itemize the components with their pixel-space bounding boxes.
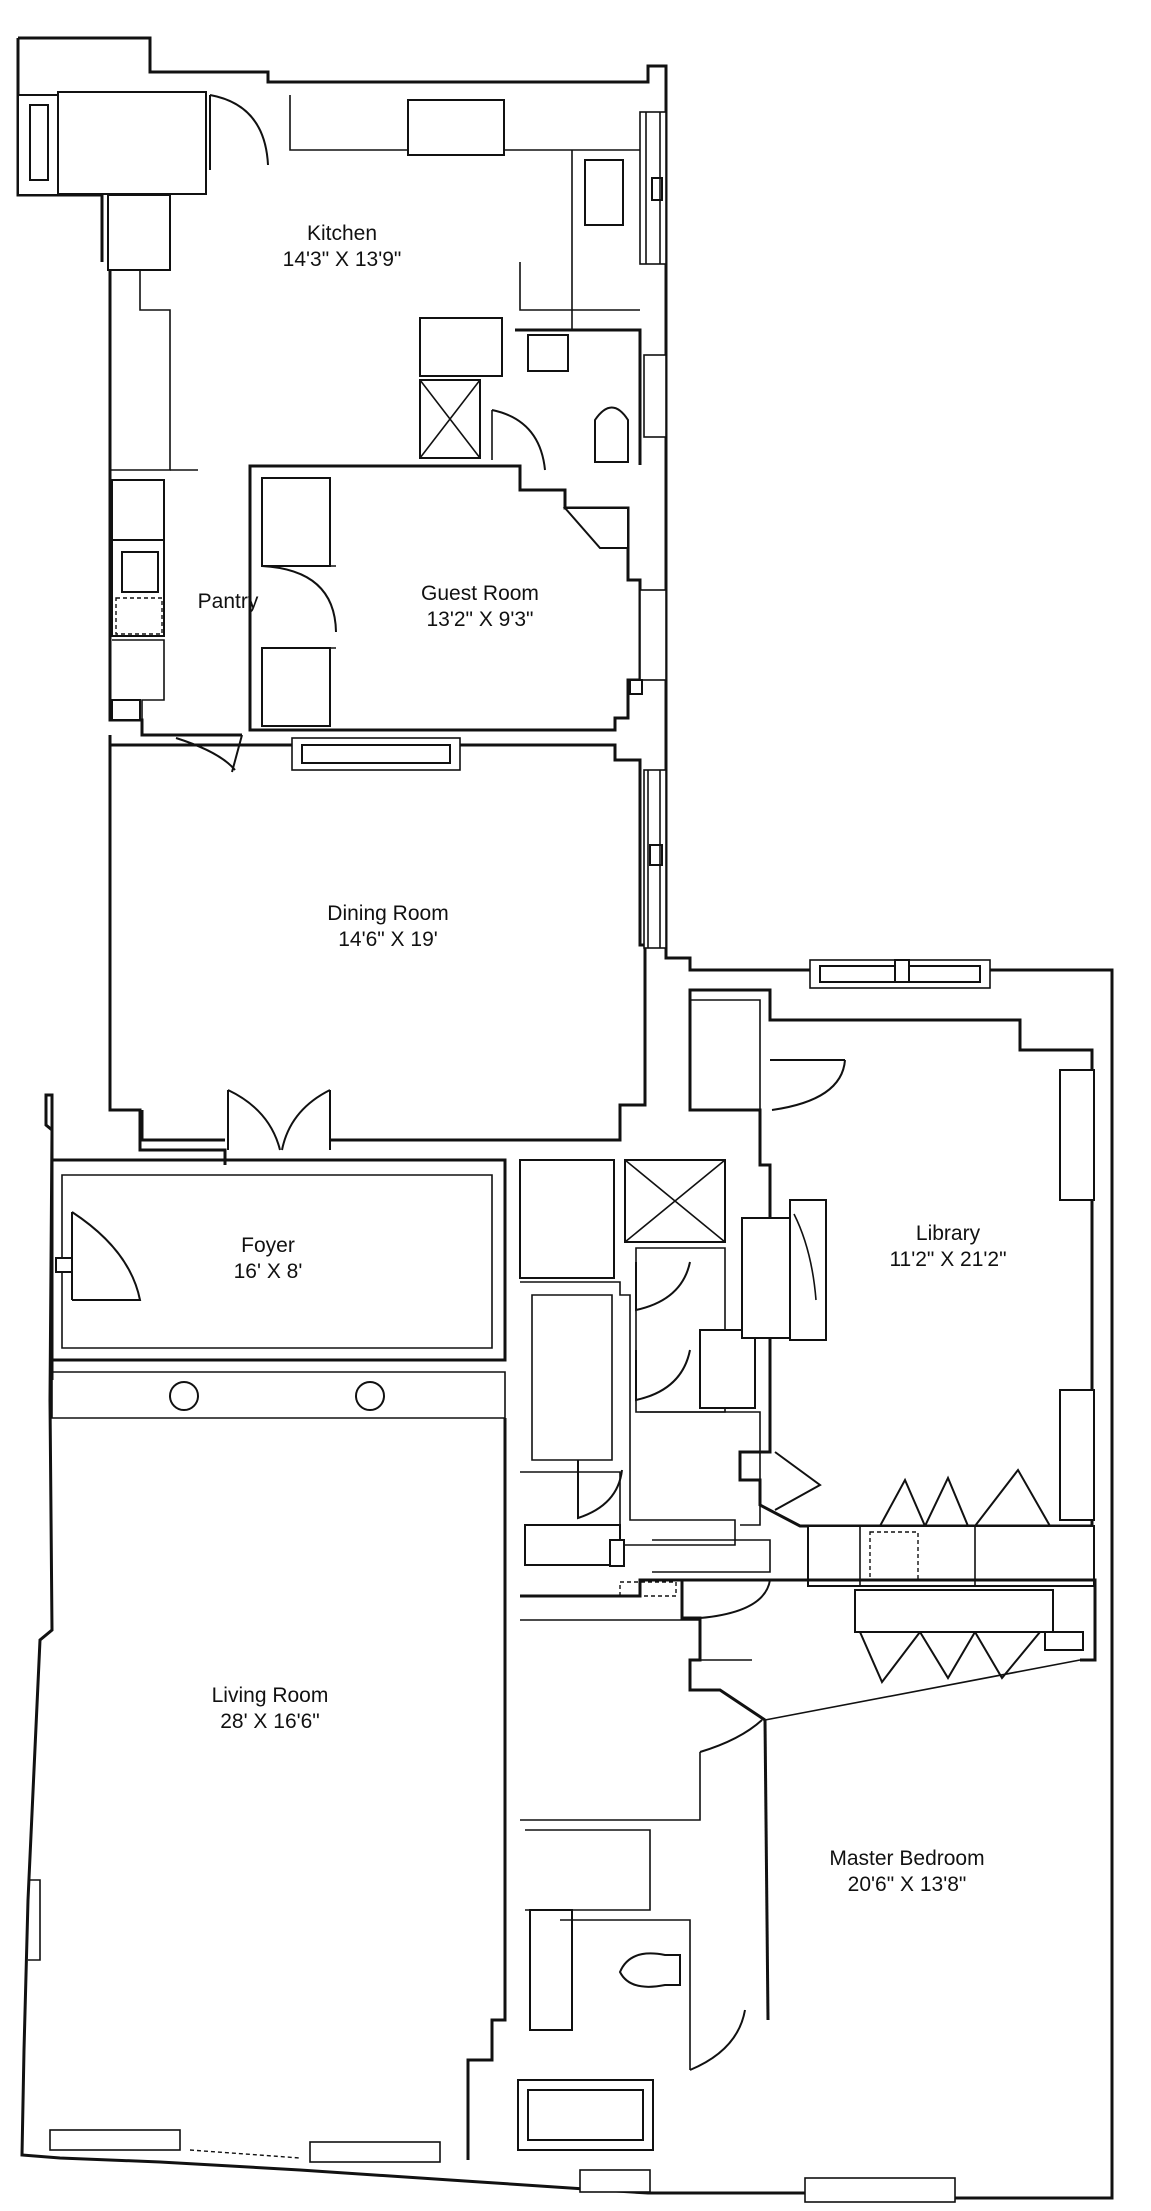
master-bedroom-name: Master Bedroom: [829, 1847, 984, 1870]
pantry: [111, 469, 198, 721]
foyer-dims: 16' X 8': [234, 1260, 303, 1283]
foyer-name: Foyer: [241, 1234, 295, 1257]
kitchen-name: Kitchen: [307, 222, 377, 245]
pantry-name: Pantry: [198, 590, 259, 613]
guest-room: [175, 464, 667, 773]
kitchen-dims: 14'3" X 13'9": [283, 248, 402, 271]
library-dims: 11'2" X 21'2": [889, 1248, 1006, 1271]
library-name: Library: [916, 1222, 981, 1245]
dining-room-name: Dining Room: [327, 902, 448, 925]
master-bedroom: [682, 1578, 1097, 2203]
master-bath: [517, 1578, 766, 2193]
central-hall: [519, 1159, 771, 1573]
guest-bath: [419, 328, 667, 471]
master-bedroom-dims: 20'6" X 13'8": [848, 1873, 967, 1896]
living-room-dims: 28' X 16'6": [220, 1710, 320, 1733]
dining-room-dims: 14'6" X 19': [338, 928, 438, 951]
living-room-name: Living Room: [212, 1684, 329, 1707]
library: [688, 959, 1095, 1587]
foyer: [51, 1158, 507, 1419]
kitchen: [17, 91, 667, 471]
guest-room-dims: 13'2" X 9'3": [427, 608, 534, 631]
dining-room: [110, 737, 667, 1151]
guest-room-name: Guest Room: [421, 582, 539, 605]
living-room: [28, 1418, 507, 2163]
